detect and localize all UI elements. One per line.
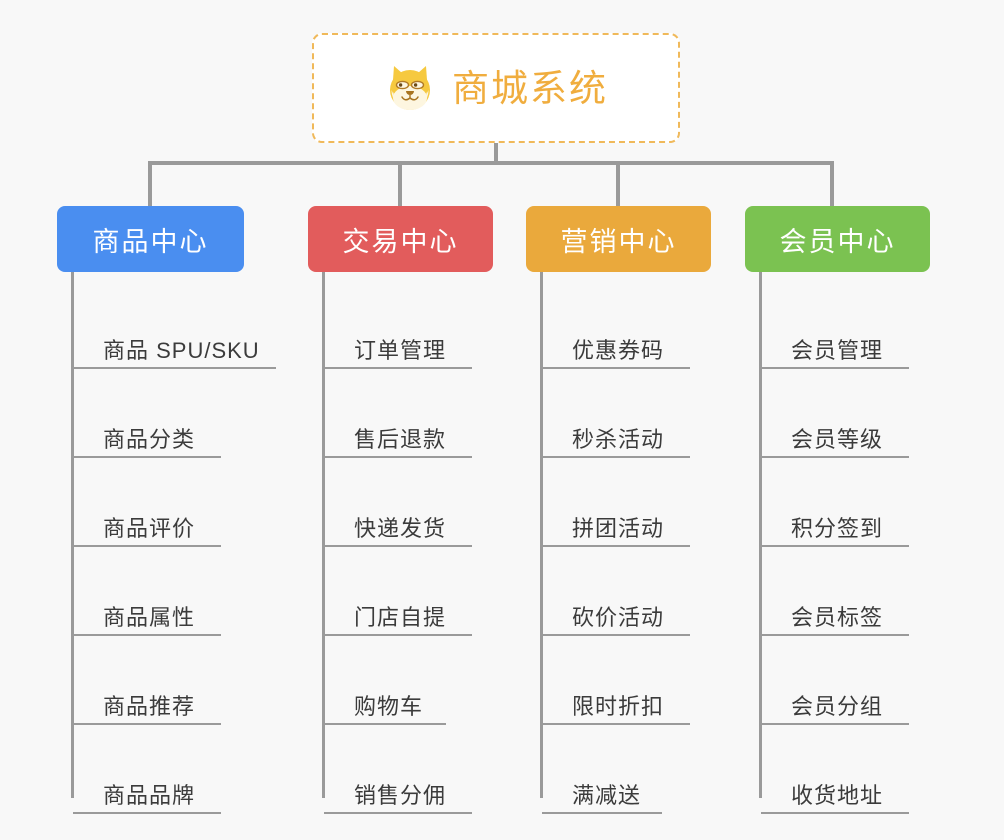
sub-item-label: 会员等级	[791, 426, 884, 452]
connector-drop-member-center	[830, 161, 834, 208]
sub-item-label: 商品评价	[103, 515, 196, 541]
list-item[interactable]: 商品属性	[73, 547, 244, 636]
list-item[interactable]: 会员标签	[761, 547, 930, 636]
sub-item-label: 订单管理	[354, 337, 447, 363]
list-item[interactable]: 销售分佣	[324, 725, 493, 814]
sub-item-label: 会员标签	[791, 604, 884, 630]
sub-item-label: 秒杀活动	[572, 426, 665, 452]
connector-horizontal-bus	[148, 161, 834, 165]
sub-item-label: 商品品牌	[103, 782, 196, 808]
list-item[interactable]: 门店自提	[324, 547, 493, 636]
sub-item-label: 优惠券码	[572, 337, 665, 363]
sub-item-list-product-center: 商品 SPU/SKU 商品分类 商品评价 商品属性 商品推荐 商品品牌	[57, 272, 276, 814]
category-box-product-center[interactable]: 商品中心	[57, 206, 244, 272]
list-item[interactable]: 满减送	[542, 725, 711, 814]
list-item[interactable]: 商品分类	[73, 369, 244, 458]
column-marketing-center: 营销中心 优惠券码 秒杀活动 拼团活动 砍价活动 限时折扣 满减送	[526, 206, 711, 814]
category-label: 交易中心	[342, 226, 459, 257]
sub-item-label: 砍价活动	[572, 604, 665, 630]
list-item[interactable]: 会员管理	[761, 280, 930, 369]
sub-item-label: 门店自提	[354, 604, 447, 630]
sub-item-list-trade-center: 订单管理 售后退款 快递发货 门店自提 购物车 销售分佣	[308, 272, 493, 814]
list-item[interactable]: 商品 SPU/SKU	[73, 280, 276, 369]
list-item[interactable]: 收货地址	[761, 725, 930, 814]
list-item[interactable]: 秒杀活动	[542, 369, 711, 458]
sub-item-label: 拼团活动	[572, 515, 665, 541]
sub-item-label: 积分签到	[791, 515, 884, 541]
connector-root-stem	[494, 143, 498, 164]
column-product-center: 商品中心 商品 SPU/SKU 商品分类 商品评价 商品属性 商品推荐 商品品牌	[57, 206, 276, 814]
list-item[interactable]: 商品评价	[73, 458, 244, 547]
column-trade-center: 交易中心 订单管理 售后退款 快递发货 门店自提 购物车 销售分佣	[308, 206, 493, 814]
list-item[interactable]: 购物车	[324, 636, 493, 725]
root-title: 商城系统	[452, 67, 608, 109]
sub-item-label: 购物车	[354, 693, 424, 719]
category-label: 营销中心	[560, 226, 677, 257]
sub-item-label: 收货地址	[791, 782, 884, 808]
list-item[interactable]: 积分签到	[761, 458, 930, 547]
sub-item-label: 会员管理	[791, 337, 884, 363]
list-item[interactable]: 砍价活动	[542, 547, 711, 636]
list-item[interactable]: 会员分组	[761, 636, 930, 725]
sub-item-label: 会员分组	[791, 693, 884, 719]
list-item[interactable]: 拼团活动	[542, 458, 711, 547]
sub-item-label: 商品分类	[103, 426, 196, 452]
sub-item-label: 商品属性	[103, 604, 196, 630]
column-member-center: 会员中心 会员管理 会员等级 积分签到 会员标签 会员分组 收货地址	[745, 206, 930, 814]
sub-item-label: 满减送	[572, 782, 642, 808]
shiba-dog-icon	[384, 62, 436, 114]
connector-drop-product-center	[148, 161, 152, 208]
list-item[interactable]: 快递发货	[324, 458, 493, 547]
list-item[interactable]: 会员等级	[761, 369, 930, 458]
list-item[interactable]: 售后退款	[324, 369, 493, 458]
sub-item-label: 快递发货	[354, 515, 447, 541]
sub-item-list-member-center: 会员管理 会员等级 积分签到 会员标签 会员分组 收货地址	[745, 272, 930, 814]
sub-item-label: 限时折扣	[572, 693, 665, 719]
category-box-member-center[interactable]: 会员中心	[745, 206, 930, 272]
list-item[interactable]: 订单管理	[324, 280, 493, 369]
category-label: 会员中心	[779, 226, 896, 257]
list-item[interactable]: 商品品牌	[73, 725, 244, 814]
sub-item-label: 售后退款	[354, 426, 447, 452]
list-item[interactable]: 优惠券码	[542, 280, 711, 369]
list-item[interactable]: 限时折扣	[542, 636, 711, 725]
sub-item-list-marketing-center: 优惠券码 秒杀活动 拼团活动 砍价活动 限时折扣 满减送	[526, 272, 711, 814]
category-label: 商品中心	[92, 226, 209, 257]
sub-item-label: 商品 SPU/SKU	[103, 337, 260, 363]
root-node-mall-system[interactable]: 商城系统	[312, 33, 680, 143]
connector-drop-trade-center	[398, 161, 402, 208]
category-box-trade-center[interactable]: 交易中心	[308, 206, 493, 272]
sub-item-label: 销售分佣	[354, 782, 447, 808]
list-item[interactable]: 商品推荐	[73, 636, 244, 725]
sub-item-label: 商品推荐	[103, 693, 196, 719]
connector-drop-marketing-center	[616, 161, 620, 208]
category-box-marketing-center[interactable]: 营销中心	[526, 206, 711, 272]
